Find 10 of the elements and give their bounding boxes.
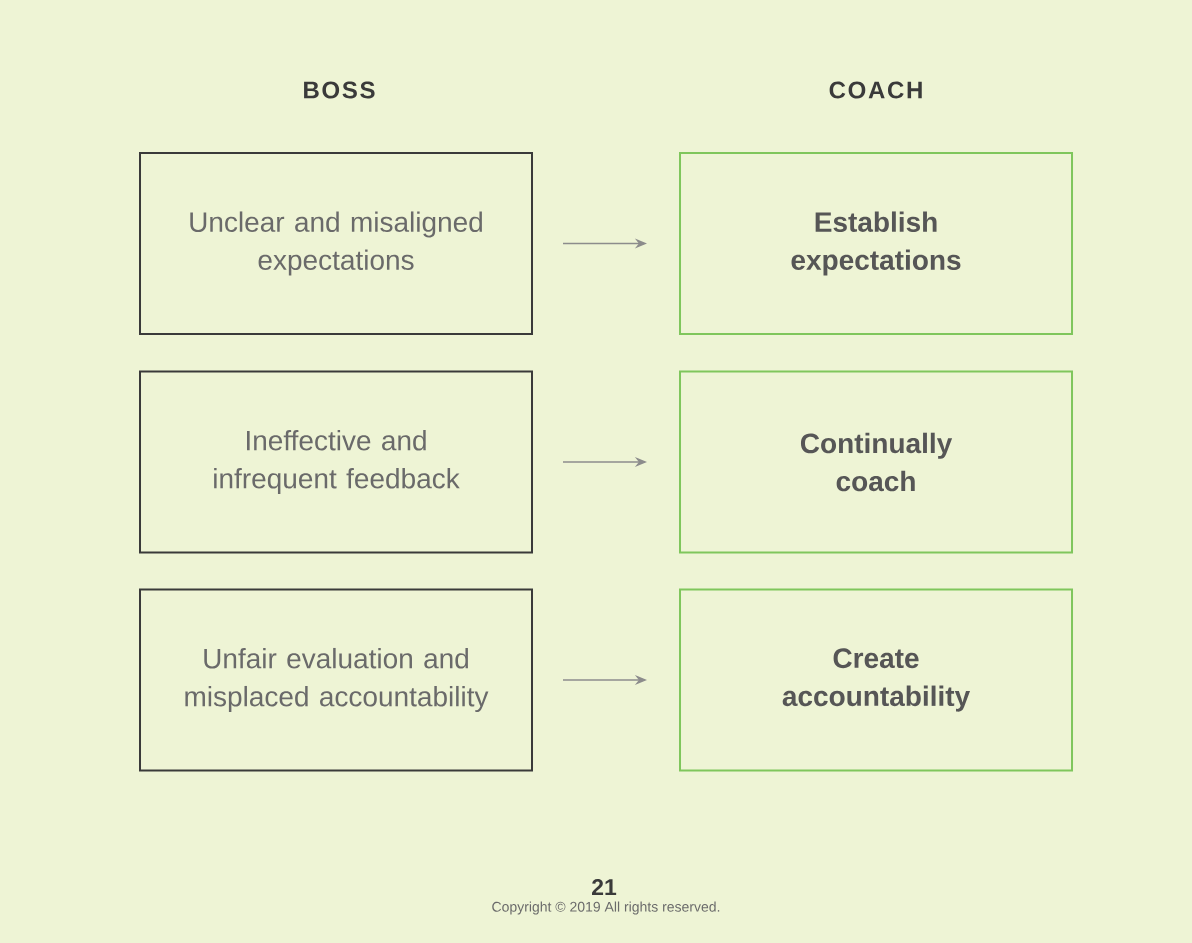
text-box: Unfair evaluation and misplaced accountability [139,588,533,772]
text-box: Continually coach [679,370,1073,554]
text-box: Create accountability [679,588,1073,772]
text-box: Establish expectations [679,152,1073,335]
text-box: Ineffective and infrequent feedback [139,370,533,554]
text-box: Unclear and misaligned expectations [139,152,533,335]
column-heading: BOSS [304,81,375,99]
column-heading: COACH [829,81,922,99]
copyright-notice: Copyright © 2019 All rights reserved. [492,901,720,915]
page-number: 21 [592,878,617,896]
